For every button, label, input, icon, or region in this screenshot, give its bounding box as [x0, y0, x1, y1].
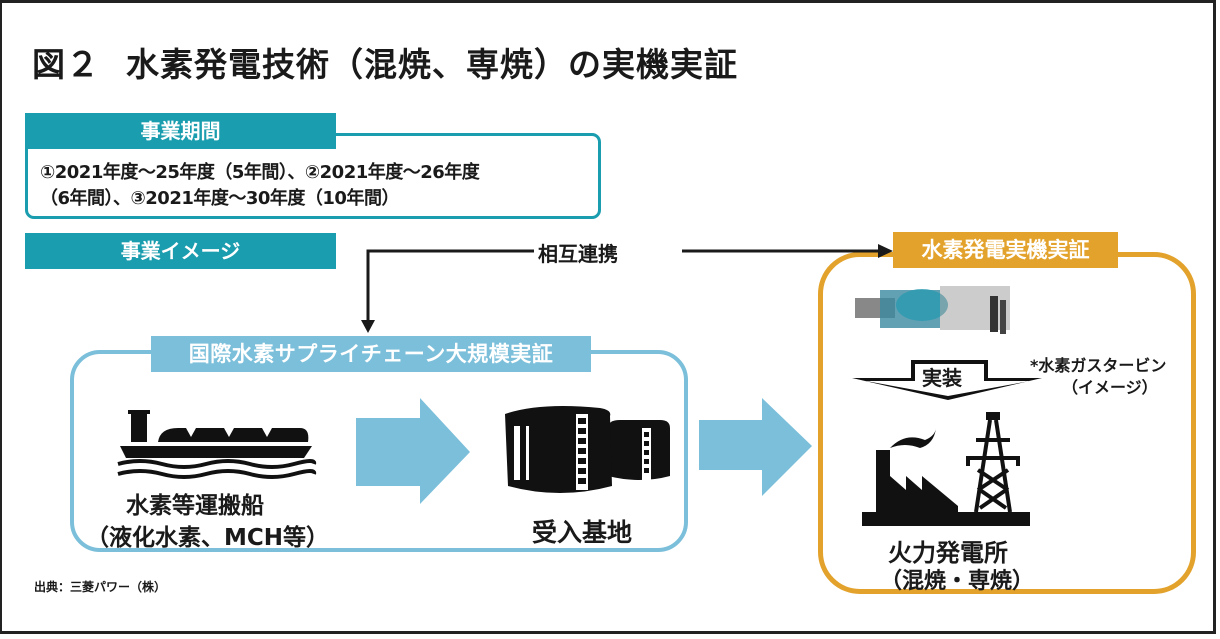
gas-turbine-image: [855, 286, 1010, 334]
arrow-right-icon: [878, 244, 893, 258]
power-demo-heading: 水素発電実機実証: [893, 232, 1118, 268]
period-text: ①2021年度～25年度（5年間）、②2021年度～26年度 （6年間）、③20…: [40, 160, 480, 212]
period-line-1: ①2021年度～25年度（5年間）、②2021年度～26年度: [40, 162, 480, 183]
power-plant-icon: [862, 412, 1030, 526]
arrow-down-icon: [361, 320, 375, 333]
figure-title: 図２ 水素発電技術（混焼、専焼）の実機実証: [32, 38, 738, 86]
terminal-label: 受入基地: [532, 518, 633, 547]
storage-tanks-icon: [505, 406, 670, 493]
plant-sublabel: （混焼・専焼）: [880, 569, 1035, 594]
ship-sublabel: （液化水素、MCH等）: [86, 525, 330, 551]
figure-title-text: 水素発電技術（混焼、専焼）の実機実証: [126, 45, 738, 84]
figure-number: 図２: [32, 45, 100, 84]
business-image-heading: 事業イメージ: [25, 233, 336, 269]
flow-arrow-1: [356, 398, 470, 504]
supply-chain-heading: 国際水素サプライチェーン大規模実証: [151, 336, 591, 372]
flow-arrow-2: [699, 398, 812, 496]
mutual-link-label: 相互連携: [538, 242, 618, 266]
hydrogen-carrier-ship-icon: [117, 410, 317, 479]
implement-label: 実装: [922, 366, 962, 390]
period-heading: 事業期間: [25, 113, 336, 149]
turbine-caption-sub: （イメージ）: [1062, 378, 1158, 397]
source-note: 出典：三菱パワー（株）: [34, 580, 167, 594]
implement-arrow-icon: [852, 360, 1042, 400]
period-line-2: （6年間）、③2021年度～30年度（10年間）: [40, 188, 399, 209]
plant-label: 火力発電所: [888, 539, 1008, 567]
turbine-caption: *水素ガスタービン: [1030, 356, 1167, 375]
mutual-link-connector: [361, 244, 893, 333]
ship-label: 水素等運搬船: [126, 493, 264, 519]
